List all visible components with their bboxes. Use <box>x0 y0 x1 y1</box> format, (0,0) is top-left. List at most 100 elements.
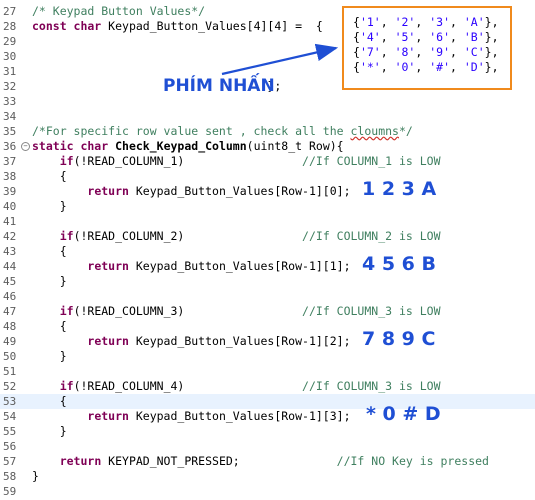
code-text: return Keypad_Button_Values[Row-1][2]; <box>87 334 351 348</box>
code-text: if(!READ_COLUMN_4) //If COLUMN_3 is LOW <box>59 379 441 393</box>
code-line[interactable]: 57 return KEYPAD_NOT_PRESSED; //If NO Ke… <box>0 454 535 469</box>
code-line[interactable]: 44 return Keypad_Button_Values[Row-1][1]… <box>0 259 535 274</box>
matrix-row: {'*', '0', '#', 'D'}, <box>353 60 499 74</box>
line-number: 39 <box>3 185 17 198</box>
line-number: 52 <box>3 380 17 393</box>
code-line[interactable]: 41 <box>0 214 535 229</box>
code-line[interactable]: 31 <box>0 64 535 79</box>
line-number: 29 <box>3 35 17 48</box>
line-number: 57 <box>3 455 17 468</box>
line-number: 51 <box>3 365 17 378</box>
line-number: 59 <box>3 485 17 498</box>
code-line[interactable]: 59 <box>0 484 535 499</box>
code-line[interactable]: 52 if(!READ_COLUMN_4) //If COLUMN_3 is L… <box>0 379 535 394</box>
caption-keypad-keys: PHÍM NHẤN <box>163 76 275 96</box>
code-text: if(!READ_COLUMN_3) //If COLUMN_3 is LOW <box>59 304 441 318</box>
line-number: 41 <box>3 215 17 228</box>
code-text: if(!READ_COLUMN_2) //If COLUMN_2 is LOW <box>59 229 441 243</box>
line-number: 55 <box>3 425 17 438</box>
line-number: 38 <box>3 170 17 183</box>
matrix-row: {'1', '2', '3', 'A'}, <box>353 15 499 29</box>
line-number: 28 <box>3 20 17 33</box>
code-text: } <box>32 199 67 213</box>
code-line[interactable]: 37 if(!READ_COLUMN_1) //If COLUMN_1 is L… <box>0 154 535 169</box>
code-line[interactable]: 40 } <box>0 199 535 214</box>
code-line[interactable]: 58} <box>0 469 535 484</box>
line-number-gutter <box>0 0 30 500</box>
code-line[interactable]: 45 } <box>0 274 535 289</box>
annotation-row-3: 7 8 9 C <box>362 328 436 350</box>
code-text: /*For specific row value sent , check al… <box>32 124 413 138</box>
code-line[interactable]: 49 return Keypad_Button_Values[Row-1][2]… <box>0 334 535 349</box>
code-line[interactable]: 54 return Keypad_Button_Values[Row-1][3]… <box>0 409 535 424</box>
code-text: { <box>32 394 67 408</box>
code-line[interactable]: 35 /*For specific row value sent , check … <box>0 124 535 139</box>
code-line[interactable]: 28 const char Keypad_Button_Values[4][4] … <box>0 19 535 34</box>
annotation-row-4: * 0 # D <box>366 403 441 425</box>
code-line[interactable]: 55 } <box>0 424 535 439</box>
code-text: { <box>32 244 67 258</box>
line-number: 30 <box>3 50 17 63</box>
line-number: 37 <box>3 155 17 168</box>
line-number: 44 <box>3 260 17 273</box>
line-number: 27 <box>3 5 17 18</box>
matrix-row: {'4', '5', '6', 'B'}, <box>353 30 499 44</box>
matrix-row: {'7', '8', '9', 'C'}, <box>353 45 499 59</box>
annotation-row-1: 1 2 3 A <box>362 178 437 200</box>
fold-toggle-icon[interactable]: − <box>21 142 30 151</box>
line-number: 50 <box>3 350 17 363</box>
code-line[interactable]: 34 <box>0 109 535 124</box>
code-text: /* Keypad Button Values*/ <box>32 4 206 18</box>
code-text: return Keypad_Button_Values[Row-1][3]; <box>87 409 351 423</box>
code-line[interactable]: 38 { <box>0 169 535 184</box>
code-text: if(!READ_COLUMN_1) //If COLUMN_1 is LOW <box>59 154 441 168</box>
line-number: 56 <box>3 440 17 453</box>
code-line[interactable]: 47 if(!READ_COLUMN_3) //If COLUMN_3 is L… <box>0 304 535 319</box>
line-number: 53 <box>3 395 17 408</box>
code-line[interactable]: 42 if(!READ_COLUMN_2) //If COLUMN_2 is L… <box>0 229 535 244</box>
code-line[interactable]: 53 { <box>0 394 535 409</box>
code-text: return Keypad_Button_Values[Row-1][1]; <box>87 259 351 273</box>
line-number: 54 <box>3 410 17 423</box>
code-line[interactable]: 39 return Keypad_Button_Values[Row-1][0]… <box>0 184 535 199</box>
code-text: { <box>32 319 67 333</box>
code-line[interactable]: 50 } <box>0 349 535 364</box>
code-line[interactable]: 32 }; <box>0 79 535 94</box>
code-line[interactable]: 46 <box>0 289 535 304</box>
code-text: { <box>32 169 67 183</box>
line-number: 34 <box>3 110 17 123</box>
code-text: } <box>32 274 67 288</box>
code-line[interactable]: 29 <box>0 34 535 49</box>
code-line[interactable]: 33 <box>0 94 535 109</box>
code-text: return KEYPAD_NOT_PRESSED; //If NO Key i… <box>59 454 489 468</box>
line-number: 42 <box>3 230 17 243</box>
line-number: 35 <box>3 125 17 138</box>
code-line[interactable]: 27 /* Keypad Button Values*/ <box>0 4 535 19</box>
line-number: 40 <box>3 200 17 213</box>
code-line[interactable]: 51 <box>0 364 535 379</box>
code-text: const char Keypad_Button_Values[4][4] = … <box>32 19 323 33</box>
line-number: 36 <box>3 140 17 153</box>
code-line[interactable]: 30 <box>0 49 535 64</box>
annotation-row-2: 4 5 6 B <box>362 253 436 275</box>
keypad-matrix-highlight-box: {'1', '2', '3', 'A'},{'4', '5', '6', 'B'… <box>342 6 512 90</box>
code-text: static char Check_Keypad_Column(uint8_t … <box>32 139 344 153</box>
code-line[interactable]: 56 <box>0 439 535 454</box>
code-text: return Keypad_Button_Values[Row-1][0]; <box>87 184 351 198</box>
line-number: 47 <box>3 305 17 318</box>
line-number: 31 <box>3 65 17 78</box>
line-number: 46 <box>3 290 17 303</box>
code-text: } <box>32 349 67 363</box>
code-text: } <box>32 469 39 483</box>
code-line[interactable]: 48 { <box>0 319 535 334</box>
line-number: 45 <box>3 275 17 288</box>
code-line[interactable]: 36−static char Check_Keypad_Column(uint8… <box>0 139 535 154</box>
line-number: 43 <box>3 245 17 258</box>
line-number: 58 <box>3 470 17 483</box>
line-number: 49 <box>3 335 17 348</box>
line-number: 33 <box>3 95 17 108</box>
code-line[interactable]: 43 { <box>0 244 535 259</box>
code-text: } <box>32 424 67 438</box>
